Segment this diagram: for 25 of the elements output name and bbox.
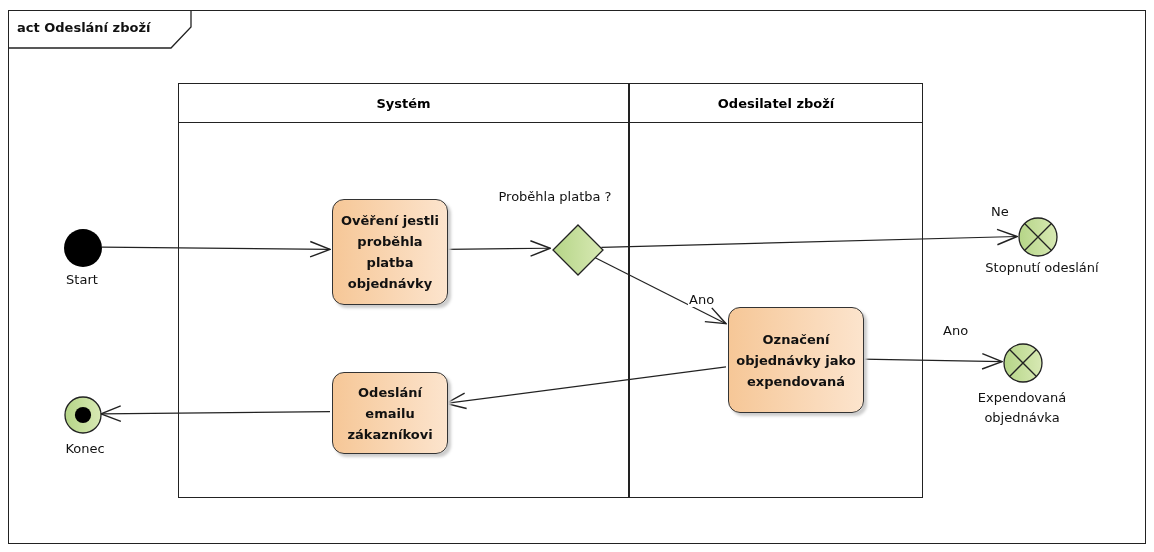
swimlane: [178, 83, 629, 498]
node-label: Stopnutí odeslání: [984, 259, 1100, 277]
flow-final-node: [1018, 217, 1058, 257]
edge-label: Ano: [688, 292, 716, 307]
swimlane: [629, 83, 923, 498]
lane-title: Systém: [376, 95, 431, 111]
node-label: Expendovaná objednávka: [976, 389, 1068, 427]
edge-label: Ne: [990, 204, 1010, 219]
initial-node: [63, 228, 103, 268]
lane-title: Odesilatel zboží: [717, 95, 835, 111]
node-label: Proběhla platba ?: [497, 188, 613, 206]
action-box: Odeslání emailu zákazníkovi: [332, 372, 448, 454]
arrow: [101, 240, 331, 258]
node-label: Start: [65, 271, 99, 289]
arrow: [600, 228, 1018, 248]
edge-label: Ano: [942, 323, 970, 338]
arrow: [100, 405, 331, 423]
action-box: Označení objednávky jako expendovaná: [728, 307, 864, 413]
decision-diamond: [552, 224, 604, 276]
flow-final-node: [1003, 343, 1043, 383]
node-label: Konec: [64, 440, 106, 458]
frame: [8, 10, 1146, 544]
frame-title: act Odeslání zboží: [17, 20, 151, 35]
final-node: [64, 396, 102, 434]
action-box: Ověření jestli proběhla platba objednávky: [332, 199, 448, 305]
